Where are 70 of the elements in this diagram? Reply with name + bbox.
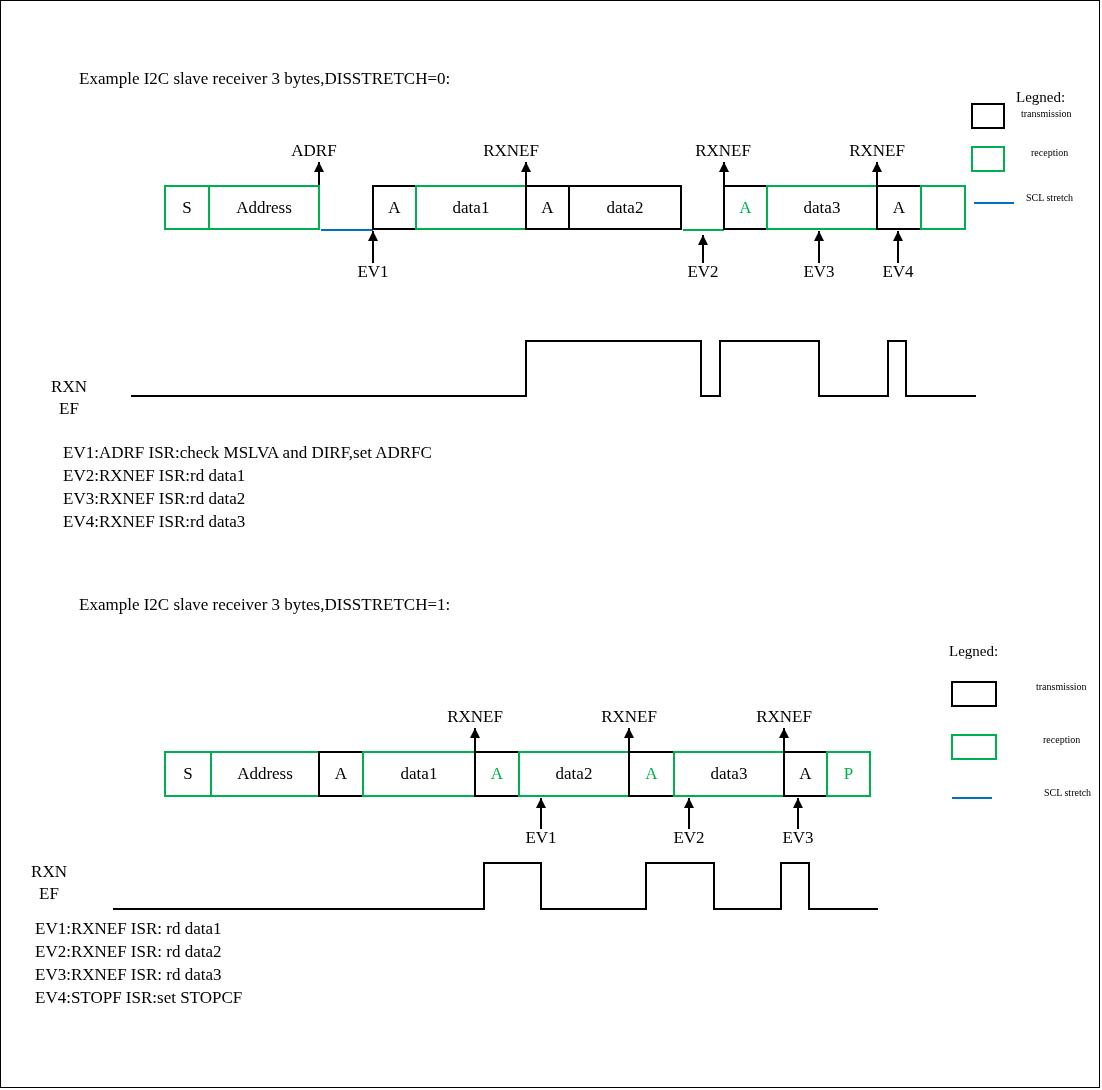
legend-text: transmission [1036,681,1087,692]
arrow [521,161,531,187]
frame-field [920,185,966,230]
event-label: EV1 [357,262,389,282]
caption-text: EV4:STOPF ISR:set STOPCF [35,988,243,1008]
flag-label: RXNEF [483,141,539,161]
arrow [698,234,708,264]
event-label: EV3 [782,828,814,848]
caption-text: EV4:RXNEF ISR:rd data3 [63,512,246,532]
diagram-heading: Example I2C slave receiver 3 bytes,DISSTRETCH=0: [79,69,451,89]
caption-text: EV2:RXNEF ISR: rd data2 [35,942,222,962]
caption-text: EV2:RXNEF ISR:rd data1 [63,466,246,486]
frame-field: Address [210,751,320,797]
arrow [536,797,546,830]
event-label: EV4 [882,262,914,282]
arrow [793,797,803,830]
diagram-heading: Example I2C slave receiver 3 bytes,DISSTRETCH=1: [79,595,451,615]
legend-text: SCL stretch [1044,787,1092,798]
legend-text: transmission [1021,108,1072,119]
frame-field: data3 [766,185,878,230]
frame-field: data3 [673,751,785,797]
frame-field: data1 [362,751,476,797]
frame-field: P [826,751,871,797]
caption-text: EV3:RXNEF ISR:rd data2 [63,489,246,509]
frame-field: data2 [518,751,630,797]
legend-title: Legned: [1016,88,1066,107]
event-label: EV3 [803,262,835,282]
legend-text: reception [1043,734,1081,745]
event-label: EV2 [687,262,719,282]
frame-field: data1 [415,185,527,230]
frame-field: A [525,185,570,230]
frame-field: A [723,185,768,230]
flag-label: RXNEF [756,707,812,727]
flag-label: ADRF [291,141,337,161]
caption-text: EV3:RXNEF ISR: rd data3 [35,965,222,985]
flag-label: RXNEF [601,707,657,727]
caption-text: EV1:ADRF ISR:check MSLVA and DIRF,set ADRFC [63,443,432,463]
frame-field: A [628,751,675,797]
arrow [314,161,324,187]
arrow [684,797,694,830]
arrow [814,230,824,264]
arrow [872,161,882,187]
frame-field: Address [208,185,320,230]
arrow [719,161,729,187]
legend-title: Legned: [949,642,999,661]
arrow [779,727,789,753]
frame-field: A [372,185,417,230]
frame-field: S [164,185,210,230]
legend-text: SCL stretch [1026,192,1074,203]
event-label: EV1 [525,828,557,848]
flag-label: RXNEF [695,141,751,161]
frame-field: A [474,751,520,797]
frame-field: S [164,751,212,797]
bus-line [320,229,374,231]
frame-field: A [783,751,828,797]
arrow [624,727,634,753]
frame-field: A [876,185,922,230]
flag-label: RXNEF [849,141,905,161]
arrow [470,727,480,753]
flag-label: RXNEF [447,707,503,727]
event-label: EV2 [673,828,705,848]
signal-name: RXNEF [51,376,87,420]
caption-text: EV1:RXNEF ISR: rd data1 [35,919,222,939]
bus-line [682,229,725,231]
frame-field: A [318,751,364,797]
frame-field: data2 [568,185,682,230]
signal-name: RXNEF [31,861,67,905]
arrow [893,230,903,264]
legend-text: reception [1031,147,1069,158]
arrow [368,230,378,264]
